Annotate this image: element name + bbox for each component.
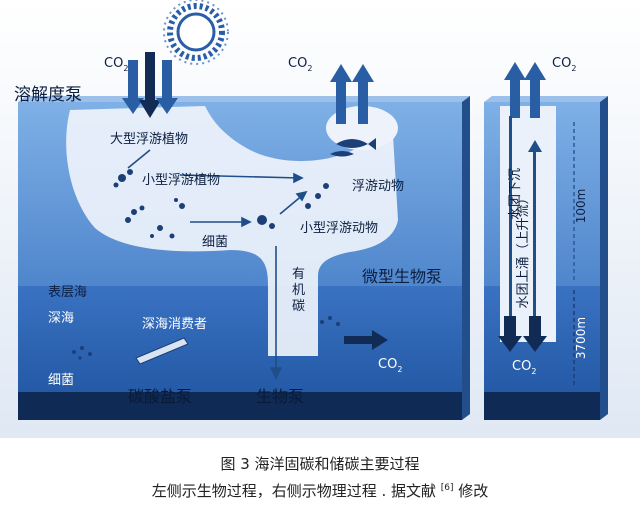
upwelling-label: 水团上涌（上升流） [516, 191, 531, 308]
depth-100-label: 100m [574, 189, 588, 224]
zooplankton-label: 浮游动物 [352, 179, 404, 194]
deep-sea-consumer-icon [135, 337, 189, 365]
right-seabed [484, 392, 600, 420]
bacteria-upper-label: 细菌 [202, 235, 228, 250]
right-box-top-face [484, 96, 608, 102]
co2-label-bottom-right: CO2 [512, 359, 536, 376]
upwelling-arrow [523, 140, 547, 352]
carbonate-pump-label: 碳酸盐泵 [128, 387, 192, 406]
co2-label-bottom-mid: CO2 [378, 357, 402, 374]
svg-text:有: 有 [292, 267, 305, 282]
deep-consumers-label: 深海消费者 [142, 317, 207, 332]
co2-release-arrows-right [504, 62, 546, 118]
caption-title: 图 3 海洋固碳和储碳主要过程 [220, 455, 420, 473]
co2-release-arrows-mid [330, 64, 374, 124]
biological-pump-label: 生物泵 [256, 387, 304, 406]
surface-ocean-label: 表层海 [48, 285, 87, 300]
left-box-side-face [462, 96, 470, 420]
biological-cloud [66, 106, 398, 356]
deep-layer [18, 286, 462, 392]
solubility-pump-label: 溶解度泵 [14, 85, 82, 105]
sun-icon [163, 0, 229, 65]
bacteria-lower-label: 细菌 [48, 373, 74, 388]
caption-subtitle: 左侧示生物过程，右侧示物理过程 . 据文献 [6] 修改 [0, 476, 640, 503]
fish-icon [330, 138, 376, 157]
co2-label-top-right: CO2 [552, 56, 576, 73]
seabed [18, 392, 462, 420]
downwelling-label: 水团下沉 [508, 168, 523, 220]
process-arrows [127, 149, 308, 380]
organic-carbon-label: 有 机 碳 [292, 267, 305, 314]
microbial-pump-label: 微型生物泵 [362, 267, 442, 286]
downwelling-arrow [498, 116, 522, 352]
bacteria-cluster [72, 316, 340, 360]
deep-ocean-label: 深海 [48, 311, 74, 326]
caption-reference: [6] [440, 483, 454, 493]
caption-subtitle-end: 修改 [453, 482, 489, 500]
co2-deep-release-arrow [344, 330, 388, 350]
small-phytoplankton-label: 小型浮游植物 [142, 173, 220, 188]
plankton-cluster [113, 169, 329, 239]
co2-uptake-arrows [122, 52, 178, 118]
small-zooplankton-label: 小型浮游动物 [300, 221, 378, 236]
caption-subtitle-text: 左侧示生物过程，右侧示物理过程 . 据文献 [151, 482, 441, 500]
large-phytoplankton-label: 大型浮游植物 [110, 132, 188, 147]
figure-caption: 图 3 海洋固碳和储碳主要过程 左侧示生物过程，右侧示物理过程 . 据文献 [6… [0, 452, 640, 503]
left-box-top-face [18, 96, 470, 102]
co2-label-top-left: CO2 [104, 56, 128, 73]
svg-text:机: 机 [292, 283, 305, 298]
depth-3700-label: 3700m [574, 317, 588, 359]
co2-label-top-mid: CO2 [288, 56, 312, 73]
ocean-carbon-diagram: CO2 CO2 CO2 CO2 CO2 溶解度泵 大型浮游植物 小型浮游植物 浮… [0, 0, 640, 438]
right-box-side-face [600, 96, 608, 420]
svg-text:碳: 碳 [292, 299, 305, 314]
